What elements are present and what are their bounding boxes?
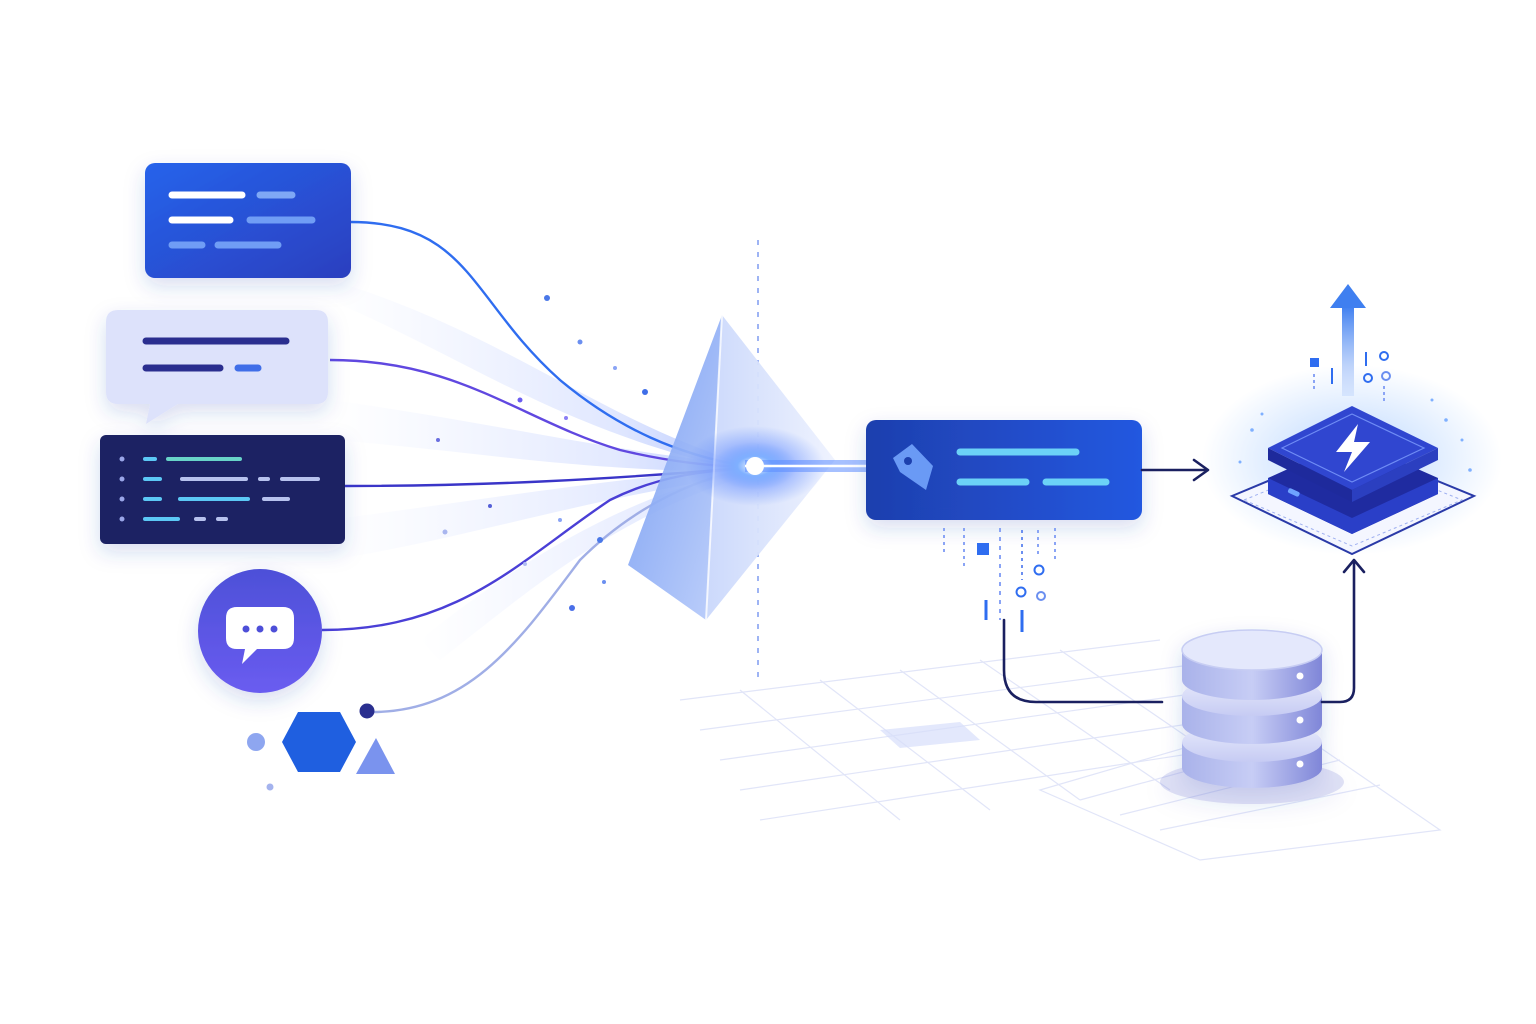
- tagged-output-card: [866, 420, 1142, 520]
- lightning-chip-icon: [1336, 424, 1370, 472]
- prism-glow: [685, 426, 868, 506]
- document-card-icon: [168, 191, 316, 249]
- tag-icon: [893, 444, 933, 490]
- source-code-terminal: [100, 435, 345, 544]
- compute-node: [1202, 365, 1502, 556]
- source-message-bubble: [106, 310, 328, 424]
- source-document-card: [145, 163, 351, 278]
- output-to-compute-arrow: [1140, 458, 1210, 482]
- sparkle-dots: [1238, 398, 1472, 472]
- output-to-database-connector: [1002, 618, 1164, 704]
- message-bubble-icon: [142, 337, 290, 372]
- particle-dots: [436, 295, 648, 611]
- data-bits-stream: [943, 528, 1056, 632]
- isometric-grid-floor: [679, 639, 1442, 861]
- up-arrow-icon: [1330, 284, 1366, 396]
- source-chat-circle: [198, 569, 322, 693]
- chat-bubble-icon: [226, 607, 294, 664]
- code-terminal-icon: [119, 456, 320, 522]
- database-to-compute-arrow: [1320, 558, 1366, 704]
- database-icon: [1160, 629, 1344, 804]
- geometric-shapes-icon: [247, 703, 395, 791]
- compute-data-bits: [1310, 351, 1391, 402]
